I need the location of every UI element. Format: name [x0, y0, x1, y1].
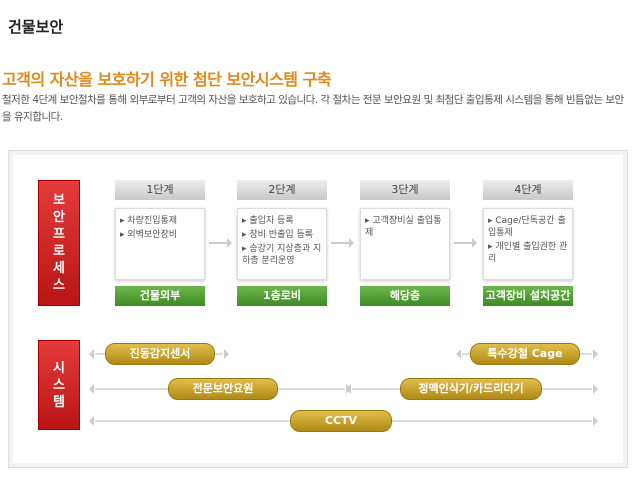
stage-item: ▸ 차량진입통제	[120, 216, 178, 226]
system-item-vibration-sensor: 진동감지센서	[105, 343, 215, 365]
arrow-right-icon	[209, 238, 232, 248]
stage-location: 고객장비 설치공간	[483, 286, 573, 306]
stage-header: 4단계	[483, 180, 573, 200]
stage-location: 건물외부	[115, 286, 205, 306]
description: 철저한 4단계 보안절차를 통해 외부로부터 고객의 자산을 보호하고 있습니다…	[2, 94, 624, 123]
stage-item: ▸ 고객장비실 출입통제	[365, 216, 442, 238]
system-item-vein-reader: 정맥인식기/카드리더기	[400, 378, 542, 400]
stage-item: ▸ 개인별 출입권한 관리	[488, 242, 568, 264]
page-title: 건물보안	[8, 18, 64, 36]
headline: 고객의 자산을 보호하기 위한 첨단 보안시스템 구축	[2, 70, 332, 89]
arrow-right-icon	[454, 238, 477, 248]
stage-details: ▸ 고객장비실 출입통제	[360, 208, 450, 280]
stage-location: 해당층	[360, 286, 450, 306]
stage-item: ▸ 출입자 등록	[242, 216, 294, 226]
stage-details: ▸ Cage/단독공간 출입통제 ▸ 개인별 출입권한 관리	[483, 208, 573, 280]
system-item-guards: 전문보안요원	[168, 378, 278, 400]
stage-item: ▸ 장비 반출입 등록	[242, 230, 314, 240]
stage-header: 3단계	[360, 180, 450, 200]
stage-header: 2단계	[237, 180, 327, 200]
stage-item: ▸ 승강기 지상층과 지하층 분리운영	[242, 244, 322, 266]
stage-details: ▸ 차량진입통제 ▸ 외벽보안장비	[115, 208, 205, 280]
arrow-right-icon	[331, 238, 354, 248]
system-item-cctv: CCTV	[290, 410, 392, 432]
system-item-steel-cage: 특수강철 Cage	[470, 343, 580, 365]
stage-item: ▸ Cage/단독공간 출입통제	[488, 216, 566, 238]
stage-details: ▸ 출입자 등록 ▸ 장비 반출입 등록 ▸ 승강기 지상층과 지하층 분리운영	[237, 208, 327, 280]
stage-header: 1단계	[115, 180, 205, 200]
stage-location: 1층로비	[237, 286, 327, 306]
stage-item: ▸ 외벽보안장비	[120, 230, 178, 240]
